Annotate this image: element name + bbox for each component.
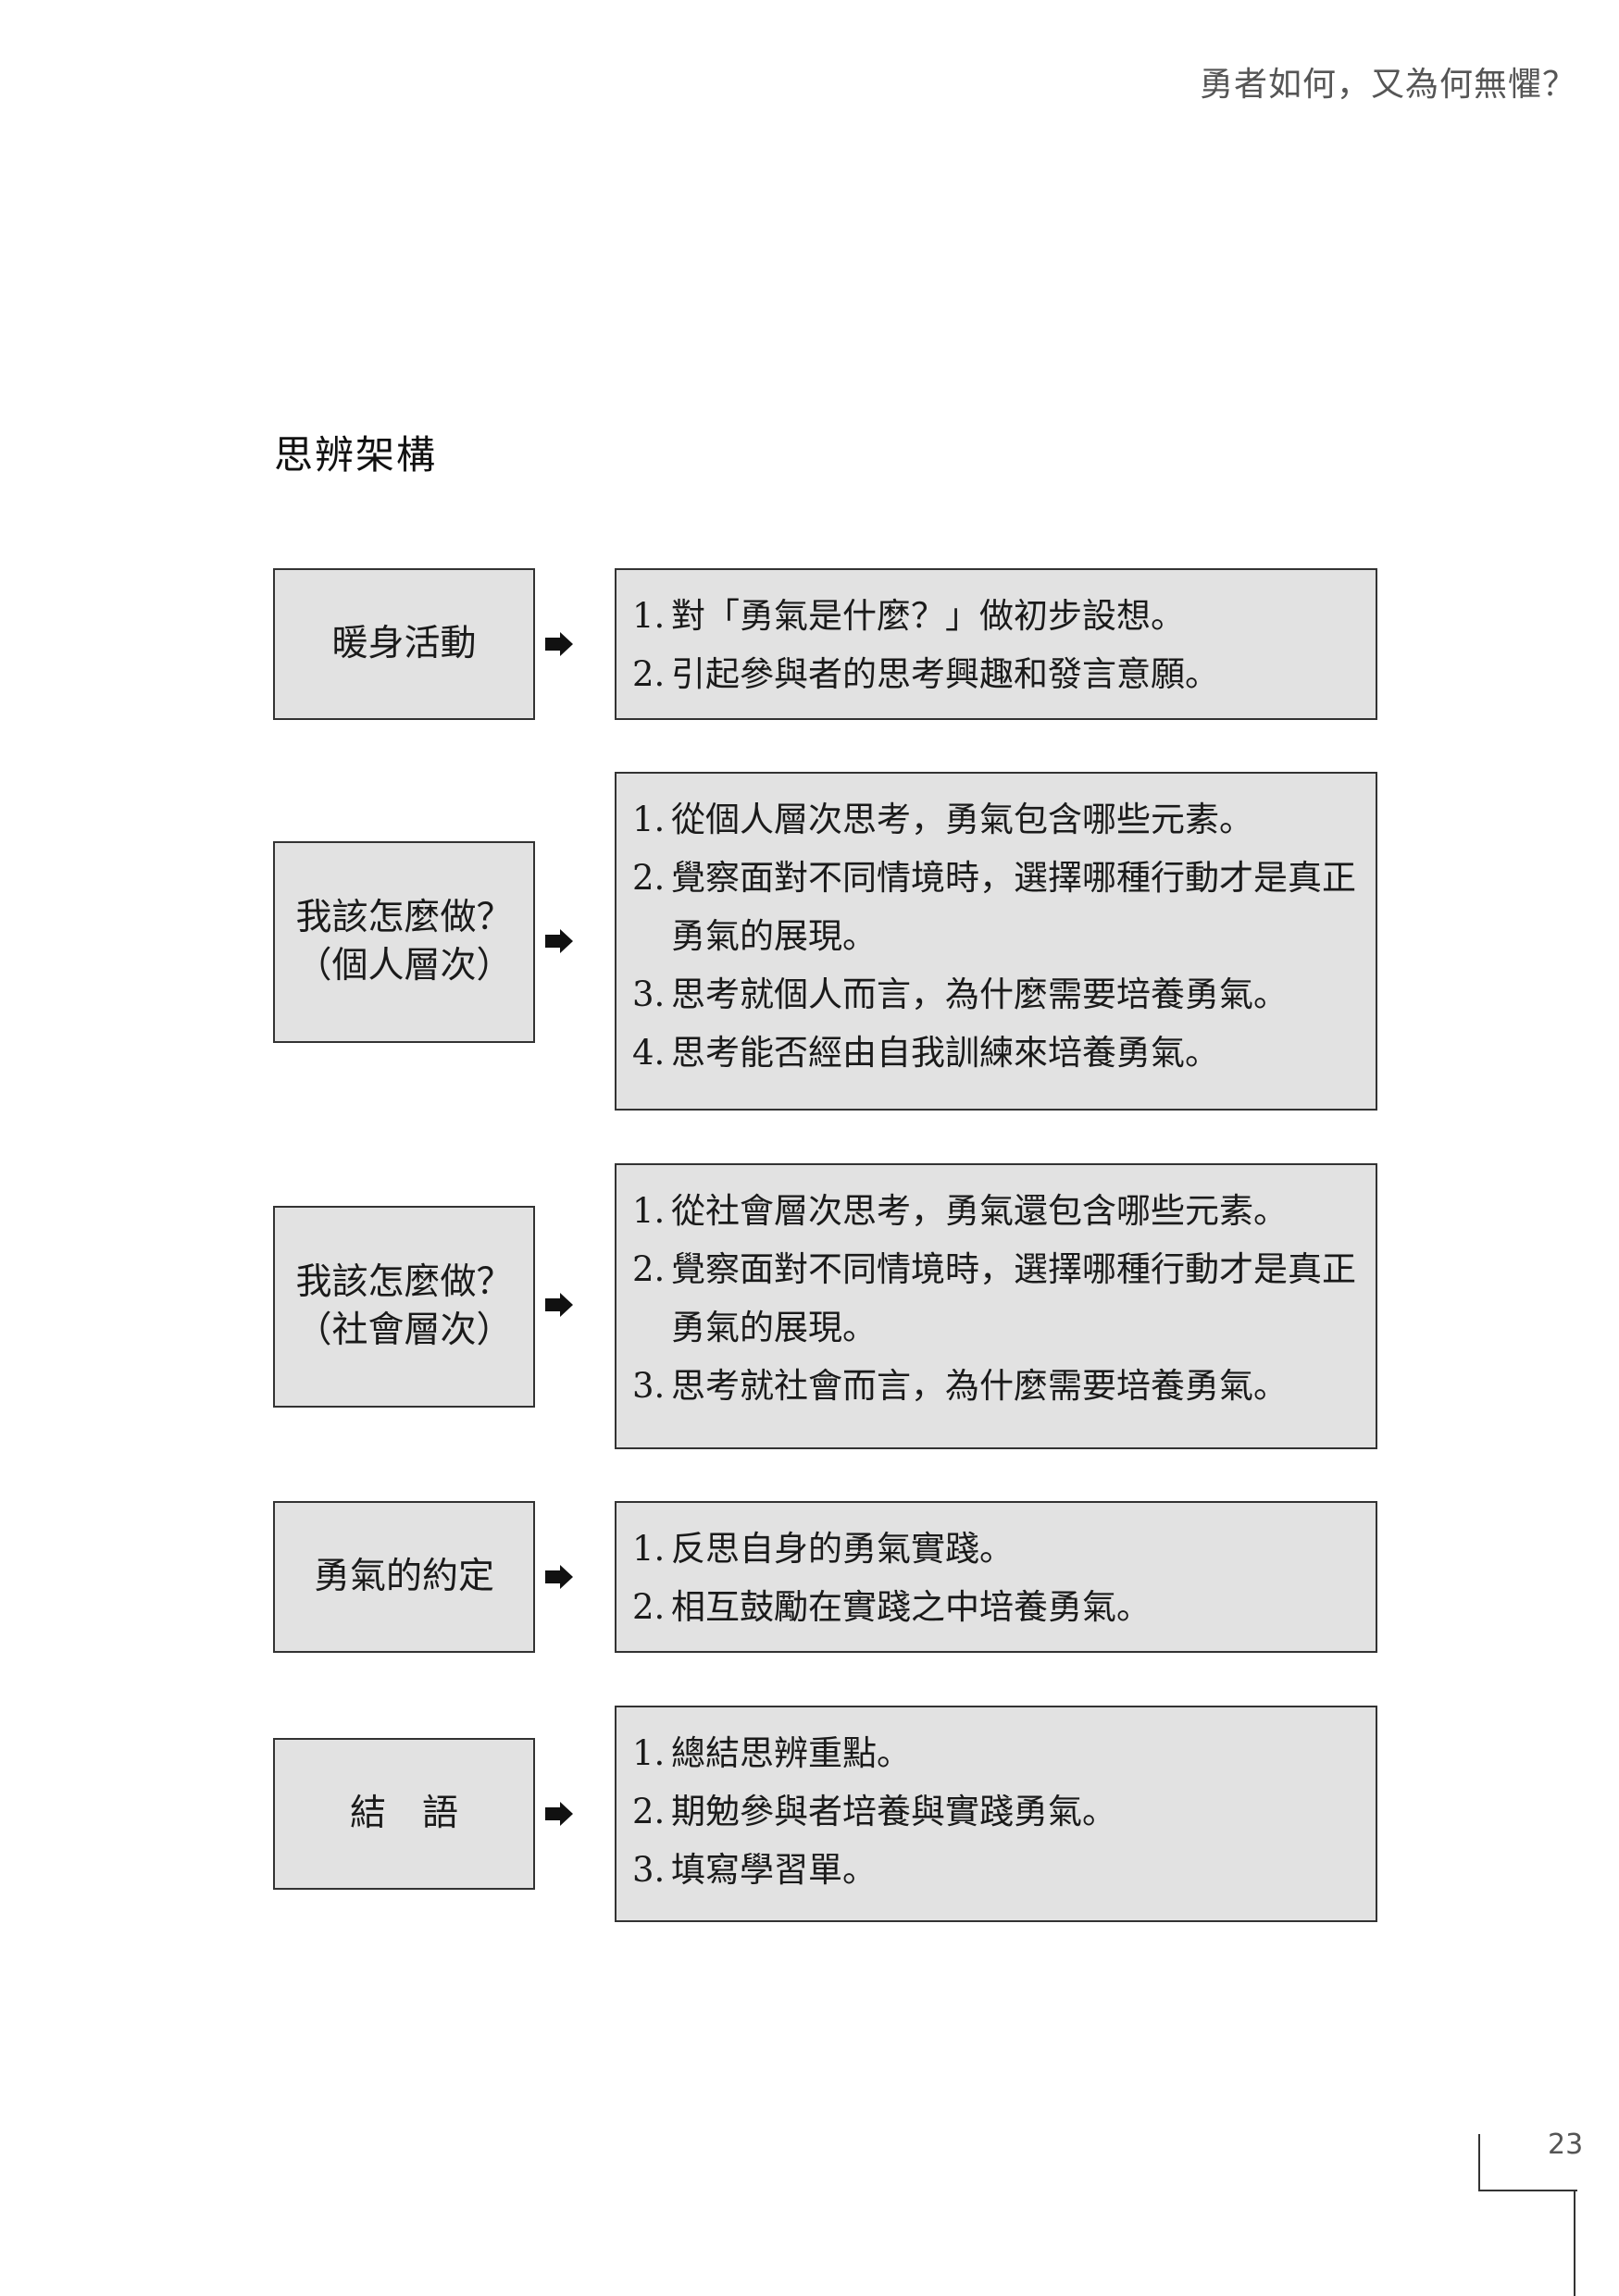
item-number: 2. bbox=[632, 858, 666, 898]
list-item: 3.填寫學習單。 bbox=[632, 1841, 1363, 1899]
item-text: 從個人層次思考，勇氣包含哪些元素。 bbox=[671, 800, 1253, 839]
item-text: 覺察面對不同情境時，選擇哪種行動才是真正勇氣的展現。 bbox=[671, 1249, 1356, 1347]
item-number: 3. bbox=[632, 1850, 666, 1890]
item-number: 3. bbox=[632, 1366, 666, 1406]
item-text: 從社會層次思考，勇氣還包含哪些元素。 bbox=[671, 1191, 1288, 1231]
list-item: 1.從個人層次思考，勇氣包含哪些元素。 bbox=[632, 790, 1363, 849]
page-number: 23 bbox=[1548, 2128, 1584, 2161]
item-number: 2. bbox=[632, 1792, 666, 1831]
right-arrow-icon bbox=[545, 1802, 573, 1826]
page-corner-mark bbox=[1478, 2134, 1577, 2191]
stage-label-line: （社會層次） bbox=[295, 1309, 513, 1351]
item-text: 期勉參與者培養與實踐勇氣。 bbox=[671, 1792, 1116, 1831]
list-item: 2.引起參與者的思考興趣和發言意願。 bbox=[632, 645, 1363, 703]
item-text: 對「勇氣是什麼？」做初步設想。 bbox=[671, 596, 1185, 636]
list-item: 2.期勉參與者培養與實踐勇氣。 bbox=[632, 1782, 1363, 1841]
right-arrow-icon bbox=[545, 632, 573, 656]
list-item: 2.覺察面對不同情境時，選擇哪種行動才是真正勇氣的展現。 bbox=[632, 849, 1363, 965]
item-text: 引起參與者的思考興趣和發言意願。 bbox=[671, 654, 1219, 694]
item-number: 1. bbox=[632, 1191, 666, 1231]
stage-detail-box-social: 1.從社會層次思考，勇氣還包含哪些元素。 2.覺察面對不同情境時，選擇哪種行動才… bbox=[615, 1163, 1377, 1449]
list-item: 1.總結思辨重點。 bbox=[632, 1724, 1363, 1782]
list-item: 3.思考就個人而言，為什麼需要培養勇氣。 bbox=[632, 965, 1363, 1024]
stage-label-line: 暖身活動 bbox=[331, 623, 477, 664]
stage-detail-box-pledge: 1.反思自身的勇氣實踐。 2.相互鼓勵在實踐之中培養勇氣。 bbox=[615, 1501, 1377, 1653]
list-item: 1.對「勇氣是什麼？」做初步設想。 bbox=[632, 587, 1363, 645]
stage-label-line: （個人層次） bbox=[295, 945, 513, 987]
item-number: 1. bbox=[632, 1529, 666, 1569]
item-number: 1. bbox=[632, 596, 666, 636]
item-text: 總結思辨重點。 bbox=[671, 1733, 911, 1773]
stage-label-box-warmup: 暖身活動 bbox=[273, 568, 535, 720]
page-corner-mark-line bbox=[1574, 2190, 1575, 2296]
item-number: 2. bbox=[632, 654, 666, 694]
item-number: 2. bbox=[632, 1249, 666, 1289]
item-text: 思考就社會而言，為什麼需要培養勇氣。 bbox=[671, 1366, 1288, 1406]
item-text: 反思自身的勇氣實踐。 bbox=[671, 1529, 1014, 1569]
stage-detail-box-warmup: 1.對「勇氣是什麼？」做初步設想。 2.引起參與者的思考興趣和發言意願。 bbox=[615, 568, 1377, 720]
list-item: 1.反思自身的勇氣實踐。 bbox=[632, 1520, 1363, 1578]
list-item: 3.思考就社會而言，為什麼需要培養勇氣。 bbox=[632, 1357, 1363, 1415]
list-item: 1.從社會層次思考，勇氣還包含哪些元素。 bbox=[632, 1182, 1363, 1240]
stage-label-box-conclusion: 結 語 bbox=[273, 1738, 535, 1890]
stage-label-line: 我該怎麼做？ bbox=[295, 1261, 513, 1303]
stage-detail-box-personal: 1.從個人層次思考，勇氣包含哪些元素。 2.覺察面對不同情境時，選擇哪種行動才是… bbox=[615, 772, 1377, 1111]
stage-label-line: 勇氣的約定 bbox=[313, 1556, 494, 1597]
item-number: 1. bbox=[632, 1733, 666, 1773]
item-number: 3. bbox=[632, 974, 666, 1014]
section-title: 思辨架構 bbox=[274, 432, 438, 478]
stage-label-box-pledge: 勇氣的約定 bbox=[273, 1501, 535, 1653]
item-text: 思考能否經由自我訓練來培養勇氣。 bbox=[671, 1033, 1219, 1073]
item-number: 1. bbox=[632, 800, 666, 839]
list-item: 2.覺察面對不同情境時，選擇哪種行動才是真正勇氣的展現。 bbox=[632, 1240, 1363, 1357]
stage-label-line: 結 語 bbox=[349, 1793, 458, 1834]
stage-label-box-social: 我該怎麼做？ （社會層次） bbox=[273, 1206, 535, 1408]
stage-label-line: 我該怎麼做？ bbox=[295, 897, 513, 938]
stage-detail-box-conclusion: 1.總結思辨重點。 2.期勉參與者培養與實踐勇氣。 3.填寫學習單。 bbox=[615, 1706, 1377, 1922]
item-number: 4. bbox=[632, 1033, 666, 1073]
right-arrow-icon bbox=[545, 1565, 573, 1589]
item-number: 2. bbox=[632, 1587, 666, 1627]
list-item: 4.思考能否經由自我訓練來培養勇氣。 bbox=[632, 1024, 1363, 1082]
item-text: 填寫學習單。 bbox=[671, 1850, 877, 1890]
item-text: 覺察面對不同情境時，選擇哪種行動才是真正勇氣的展現。 bbox=[671, 858, 1356, 956]
right-arrow-icon bbox=[545, 929, 573, 953]
running-header: 勇者如何，又為何無懼？ bbox=[1199, 66, 1576, 104]
list-item: 2.相互鼓勵在實踐之中培養勇氣。 bbox=[632, 1578, 1363, 1636]
right-arrow-icon bbox=[545, 1293, 573, 1317]
stage-label-box-personal: 我該怎麼做？ （個人層次） bbox=[273, 841, 535, 1043]
item-text: 相互鼓勵在實踐之中培養勇氣。 bbox=[671, 1587, 1151, 1627]
item-text: 思考就個人而言，為什麼需要培養勇氣。 bbox=[671, 974, 1288, 1014]
